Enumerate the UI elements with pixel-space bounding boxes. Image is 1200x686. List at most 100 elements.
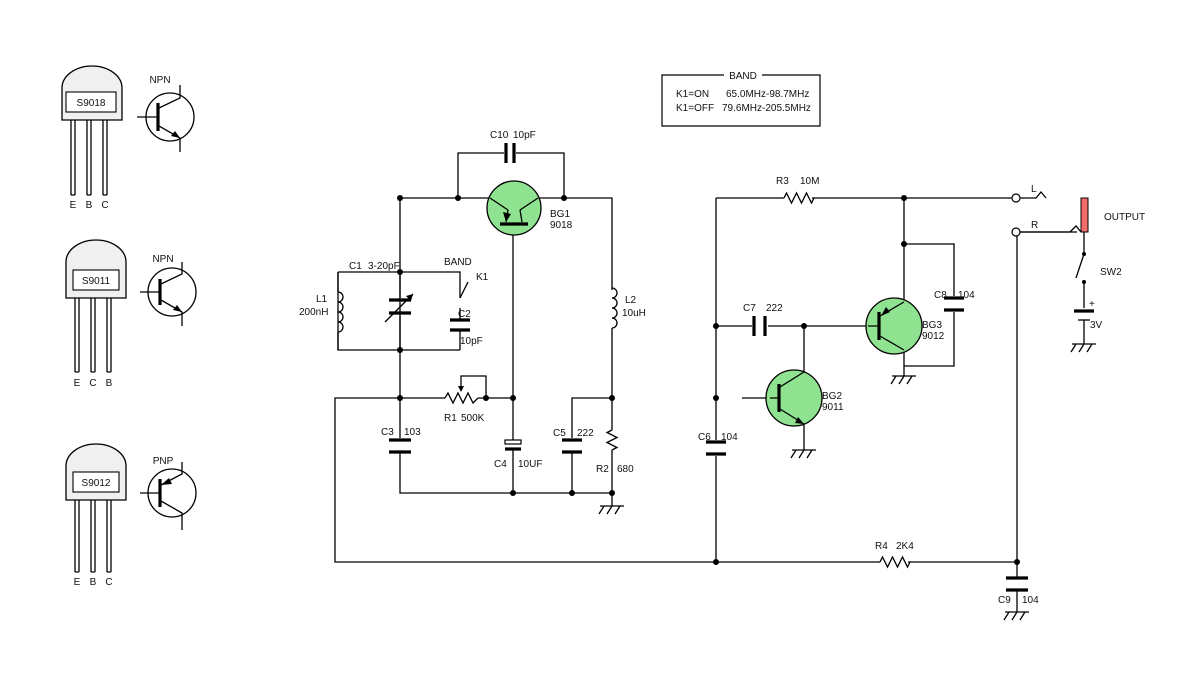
component-ref: C9 bbox=[998, 595, 1011, 606]
component-value: 9018 bbox=[550, 220, 573, 231]
output-right-label: R bbox=[1031, 220, 1038, 231]
component-value: 680 bbox=[617, 464, 634, 475]
capacitor-c8: C8 104 bbox=[934, 290, 975, 312]
component-value: 222 bbox=[766, 303, 783, 314]
component-ref: C1 bbox=[349, 261, 362, 272]
pin-label: B bbox=[90, 577, 97, 588]
pin-label: E bbox=[74, 378, 81, 389]
package-s9012: S9012 E B C PNP bbox=[65, 443, 197, 588]
component-value: 222 bbox=[577, 428, 594, 439]
part-label-box bbox=[72, 269, 120, 291]
component-ref: C8 bbox=[934, 290, 947, 301]
band-state: K1=ON bbox=[676, 89, 709, 100]
switch-k1: BAND K1 bbox=[444, 257, 489, 299]
npn-symbol-icon bbox=[140, 262, 197, 326]
component-value: 103 bbox=[404, 427, 421, 438]
component-ref: BG2 bbox=[822, 391, 842, 402]
part-label-box bbox=[65, 91, 117, 113]
junction-dots bbox=[397, 195, 615, 496]
resistor-r4: R4 2K4 bbox=[875, 541, 914, 569]
component-value: 10pF bbox=[513, 130, 536, 141]
component-ref: BG1 bbox=[550, 209, 570, 220]
transistor-bg3: BG3 9012 bbox=[865, 297, 945, 355]
transistor-type-label: PNP bbox=[153, 456, 174, 467]
pin-label: B bbox=[106, 378, 113, 389]
output-jack: L R OUTPUT bbox=[1011, 184, 1145, 237]
component-value: 10pF bbox=[460, 336, 483, 347]
component-ref: SW2 bbox=[1100, 267, 1122, 278]
pnp-symbol-icon bbox=[140, 462, 197, 530]
component-ref: BG3 bbox=[922, 320, 942, 331]
resistor-r3: R3 10M bbox=[776, 176, 819, 205]
component-value: 200nH bbox=[299, 307, 328, 318]
component-ref: C6 bbox=[698, 432, 711, 443]
package-leads bbox=[70, 120, 108, 196]
battery-voltage: 3V bbox=[1090, 320, 1103, 331]
band-range: 65.0MHz-98.7MHz bbox=[726, 89, 809, 100]
transistor-bg2: BG2 9011 bbox=[765, 369, 844, 427]
component-value: 10UF bbox=[518, 459, 542, 470]
component-value: 104 bbox=[721, 432, 738, 443]
output-left-label: L bbox=[1031, 184, 1037, 195]
part-number: S9018 bbox=[77, 98, 106, 109]
switch-sw2: SW2 bbox=[1075, 232, 1122, 308]
capacitor-c7: C7 222 bbox=[743, 303, 783, 336]
component-ref: R2 bbox=[596, 464, 609, 475]
component-value: 2K4 bbox=[896, 541, 914, 552]
inductor-l1: L1 200nH bbox=[299, 291, 344, 333]
component-value: 104 bbox=[958, 290, 975, 301]
electrolytic-capacitor-c4: C4 10UF bbox=[494, 439, 542, 470]
component-value: 9012 bbox=[922, 331, 945, 342]
output-label: OUTPUT bbox=[1104, 212, 1145, 223]
component-ref: R3 bbox=[776, 176, 789, 187]
component-ref: C2 bbox=[458, 309, 471, 320]
part-label-box bbox=[72, 471, 120, 493]
component-ref: C4 bbox=[494, 459, 507, 470]
pin-label: E bbox=[70, 200, 77, 211]
component-ref: R4 bbox=[875, 541, 888, 552]
ground-icon bbox=[598, 505, 624, 515]
component-value: 10M bbox=[800, 176, 819, 187]
component-ref: K1 bbox=[476, 272, 489, 283]
capacitor-c2: C2 10pF bbox=[450, 309, 483, 347]
output-connector-icon bbox=[1080, 197, 1089, 233]
band-table: BAND K1=ON 65.0MHz-98.7MHz K1=OFF 79.6MH… bbox=[661, 69, 821, 127]
component-value: 104 bbox=[1022, 595, 1039, 606]
ground-icon bbox=[790, 449, 816, 459]
component-ref: R1 bbox=[444, 413, 457, 424]
band-table-title: BAND bbox=[729, 71, 757, 82]
capacitor-c5: C5 222 bbox=[553, 428, 594, 454]
component-ref: L1 bbox=[316, 294, 328, 305]
part-number: S9011 bbox=[82, 276, 111, 287]
capacitor-c3: C3 103 bbox=[381, 427, 421, 454]
capacitor-c6: C6 104 bbox=[698, 432, 738, 456]
capacitor-c9: C9 104 bbox=[998, 576, 1039, 606]
pin-label: C bbox=[101, 200, 108, 211]
potentiometer-r1: R1 500K bbox=[444, 386, 485, 424]
component-value: 9011 bbox=[822, 402, 844, 413]
package-leads bbox=[74, 500, 112, 573]
pin-label: E bbox=[74, 577, 81, 588]
component-ref: C7 bbox=[743, 303, 756, 314]
resistor-r2: R2 680 bbox=[596, 429, 634, 475]
ground-icon bbox=[890, 375, 916, 385]
component-ref: C3 bbox=[381, 427, 394, 438]
pin-label: C bbox=[105, 577, 112, 588]
transistor-type-label: NPN bbox=[152, 254, 173, 265]
band-label: BAND bbox=[444, 257, 472, 268]
pin-label: C bbox=[89, 378, 96, 389]
junction-dots bbox=[713, 195, 1020, 565]
band-range: 79.6MHz-205.5MHz bbox=[722, 103, 811, 114]
ground-icon bbox=[1003, 611, 1029, 621]
component-value: 500K bbox=[461, 413, 485, 424]
package-s9011: S9011 E C B NPN bbox=[65, 239, 197, 389]
battery-polarity: + bbox=[1089, 299, 1095, 310]
capacitor-c10: C10 10pF bbox=[490, 130, 536, 163]
variable-capacitor-c1: C1 3-20pF bbox=[349, 261, 414, 323]
transistor-bg1: BG1 9018 bbox=[486, 180, 573, 236]
component-ref: L2 bbox=[625, 295, 637, 306]
pin-label: B bbox=[86, 200, 93, 211]
component-value: 10uH bbox=[622, 308, 646, 319]
oscillator-wiring bbox=[334, 152, 1022, 563]
